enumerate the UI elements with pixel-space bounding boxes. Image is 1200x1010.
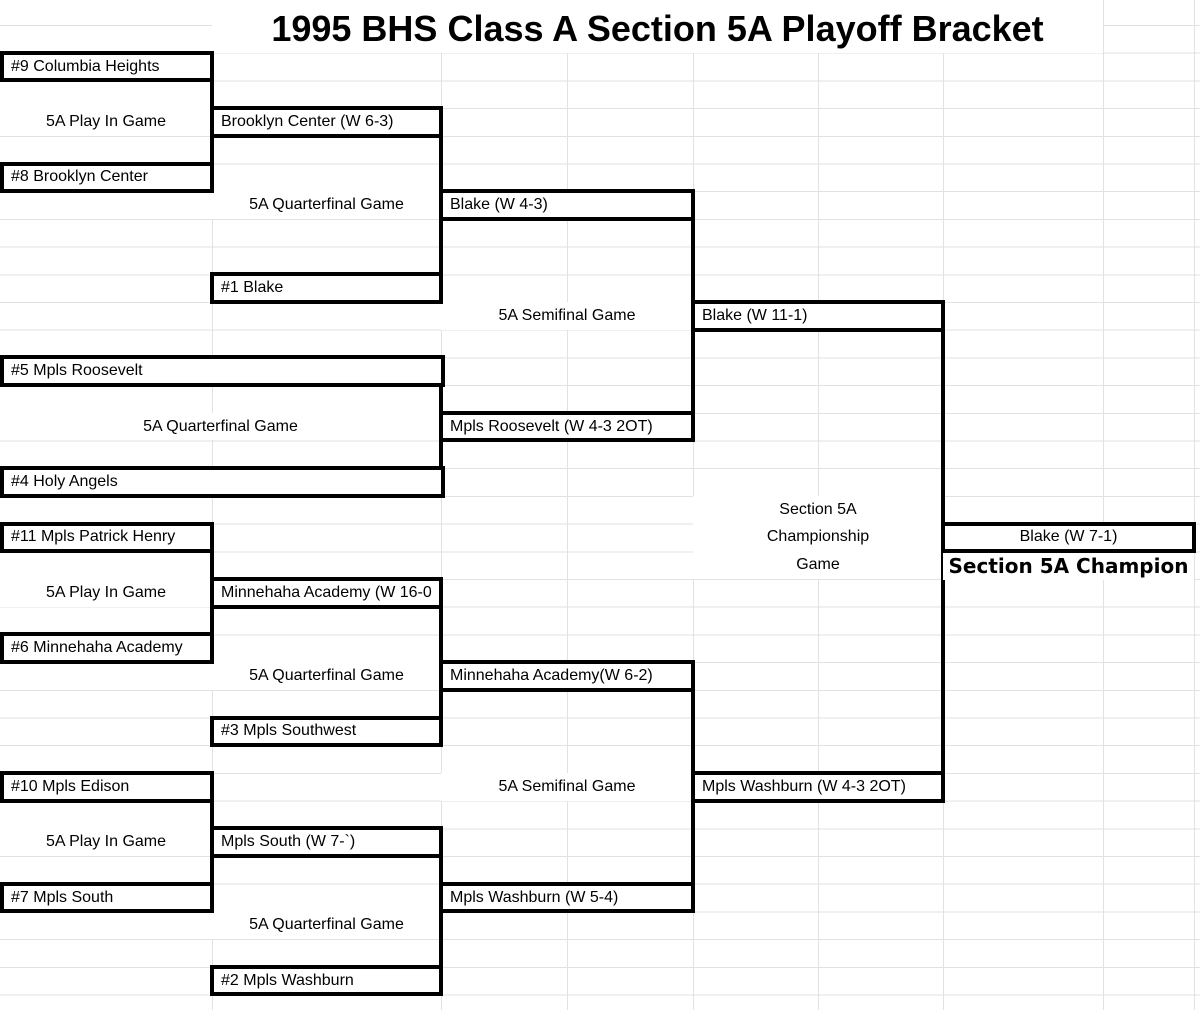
team-box-seed1: #1 Blake — [210, 272, 443, 304]
team-box-seed8: #8 Brooklyn Center — [0, 161, 214, 194]
winner-box-semifinal-2: Mpls Washburn (W 4-3 2OT) — [691, 770, 945, 803]
label-championship-line2: Championship — [693, 523, 943, 552]
team-box-seed7: #7 Mpls South — [0, 881, 214, 914]
winner-box-quarterfinal-3: Minnehaha Academy(W 6-2) — [439, 660, 695, 692]
label-quarterfinal-1: 5A Quarterfinal Game — [212, 191, 441, 219]
team-box-seed5: #5 Mpls Roosevelt — [0, 355, 445, 388]
team-box-seed2: #2 Mpls Washburn — [210, 964, 443, 997]
winner-box-play-in-2: Minnehaha Academy (W 16-0 — [210, 577, 443, 609]
label-semifinal-2: 5A Semifinal Game — [441, 772, 693, 801]
champion-caption: Section 5A Champion — [943, 551, 1194, 581]
winner-box-semifinal-1: Blake (W 11-1) — [691, 300, 945, 332]
team-box-seed9: #9 Columbia Heights — [0, 50, 214, 83]
winner-box-champion: Blake (W 7-1) — [941, 521, 1196, 554]
winner-box-play-in-1: Brooklyn Center (W 6-3) — [210, 106, 443, 138]
winner-box-quarterfinal-4: Mpls Washburn (W 5-4) — [439, 881, 695, 914]
winner-box-quarterfinal-1: Blake (W 4-3) — [439, 189, 695, 221]
label-quarterfinal-4: 5A Quarterfinal Game — [212, 911, 441, 940]
gridline-col — [1103, 0, 1104, 1010]
team-box-seed4: #4 Holy Angels — [0, 466, 445, 498]
gridline-col — [212, 0, 213, 1010]
team-box-seed11: #11 Mpls Patrick Henry — [0, 521, 214, 554]
gridline-col — [441, 0, 442, 1010]
gridline-col — [1194, 0, 1195, 1010]
label-championship-line3: Game — [693, 551, 943, 579]
gridline-col — [567, 0, 568, 1010]
winner-box-play-in-3: Mpls South (W 7-`) — [210, 826, 443, 858]
label-quarterfinal-3: 5A Quarterfinal Game — [212, 662, 441, 690]
team-box-seed10: #10 Mpls Edison — [0, 770, 214, 803]
label-play-in-game-3: 5A Play In Game — [0, 828, 212, 856]
label-play-in-game-2: 5A Play In Game — [0, 579, 212, 607]
team-box-seed6: #6 Minnehaha Academy — [0, 632, 214, 665]
label-semifinal-1: 5A Semifinal Game — [441, 302, 693, 330]
winner-box-quarterfinal-2: Mpls Roosevelt (W 4-3 2OT) — [439, 410, 695, 443]
page-title: 1995 BHS Class A Section 5A Playoff Brac… — [212, 0, 1103, 53]
label-quarterfinal-2: 5A Quarterfinal Game — [0, 412, 441, 441]
team-box-seed3: #3 Mpls Southwest — [210, 715, 443, 748]
label-play-in-game-1: 5A Play In Game — [0, 108, 212, 136]
label-championship-line1: Section 5A — [693, 495, 943, 524]
